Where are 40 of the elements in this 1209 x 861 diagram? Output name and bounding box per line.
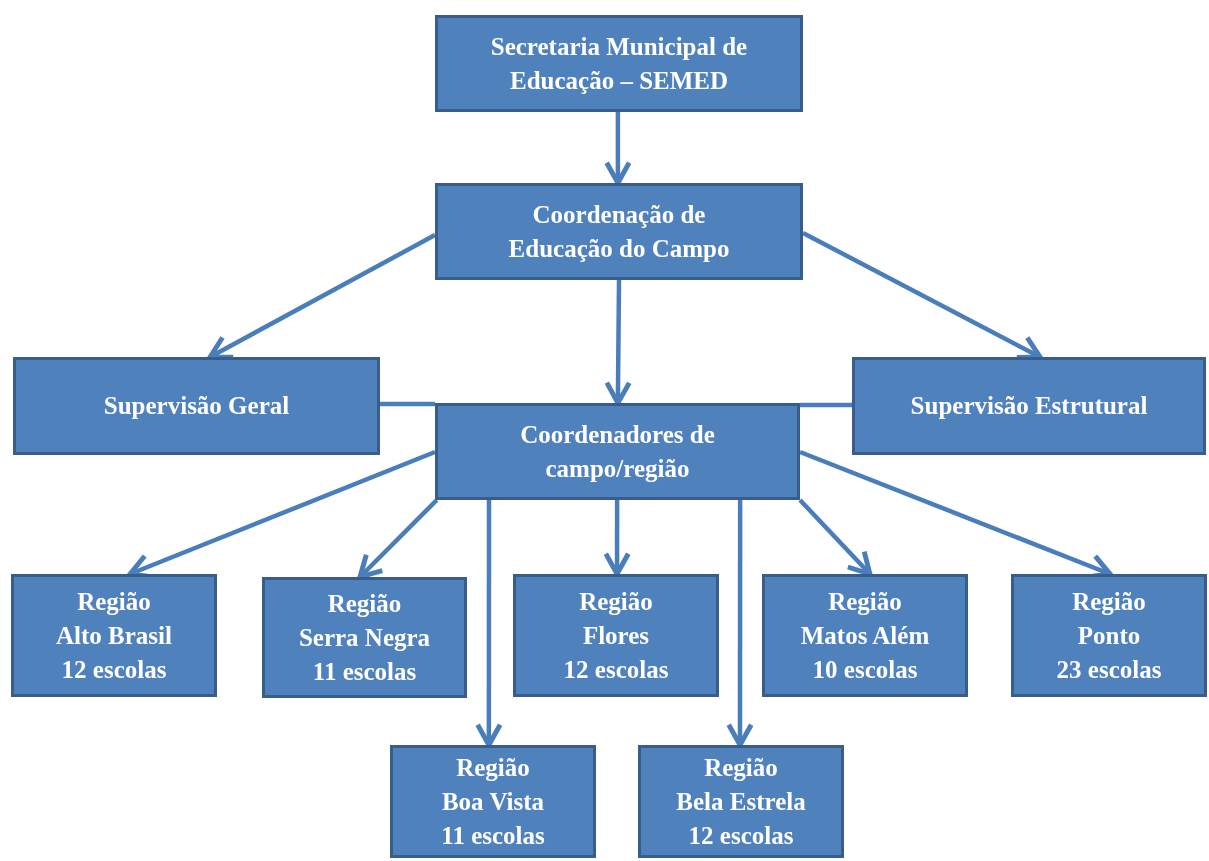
org-box (390, 745, 596, 858)
org-box (762, 574, 968, 697)
box-label: Alto Brasil (56, 620, 172, 651)
org-box (638, 745, 844, 858)
box-label: 10 escolas (812, 654, 918, 685)
org-box (435, 15, 803, 112)
box-label: Região (1072, 586, 1146, 617)
box-label: Coordenação de Educação do Campo (507, 199, 731, 264)
box-label: Flores (582, 620, 650, 651)
box-label: 23 escolas (1056, 654, 1162, 685)
box-label: 12 escolas (61, 654, 167, 685)
org-box (262, 577, 467, 698)
connector-line (380, 401, 435, 407)
box-label: Região (704, 752, 778, 783)
org-box (1011, 574, 1207, 697)
box-label: 12 escolas (563, 654, 669, 685)
box-label: Supervisão Estrutural (910, 391, 1148, 421)
box-label: Ponto (1077, 620, 1141, 651)
box-label: Serra Negra (298, 622, 431, 653)
box-label: Bela Estrela (676, 786, 806, 817)
box-label: Região (327, 588, 402, 619)
org-box (11, 574, 217, 697)
org-box (435, 403, 800, 500)
box-label: 12 escolas (688, 820, 794, 851)
box-label: Matos Além (800, 620, 930, 651)
org-box (513, 574, 719, 697)
box-label: Região (456, 752, 530, 783)
box-label: Boa Vista (441, 786, 545, 817)
org-box (435, 183, 803, 280)
org-box (13, 357, 380, 455)
box-label: Supervisão Geral (103, 391, 290, 421)
box-label: Região (579, 586, 653, 617)
box-label: 11 escolas (312, 656, 417, 687)
box-label: Região (77, 586, 151, 617)
box-label: 11 escolas (441, 820, 545, 851)
org-box (852, 357, 1206, 455)
connector-line (800, 402, 852, 408)
box-label: Secretaria Municipal de Educação – SEMED (489, 31, 749, 96)
box-label: Coordenadores de campo/região (519, 419, 716, 484)
box-label: Região (828, 586, 902, 617)
